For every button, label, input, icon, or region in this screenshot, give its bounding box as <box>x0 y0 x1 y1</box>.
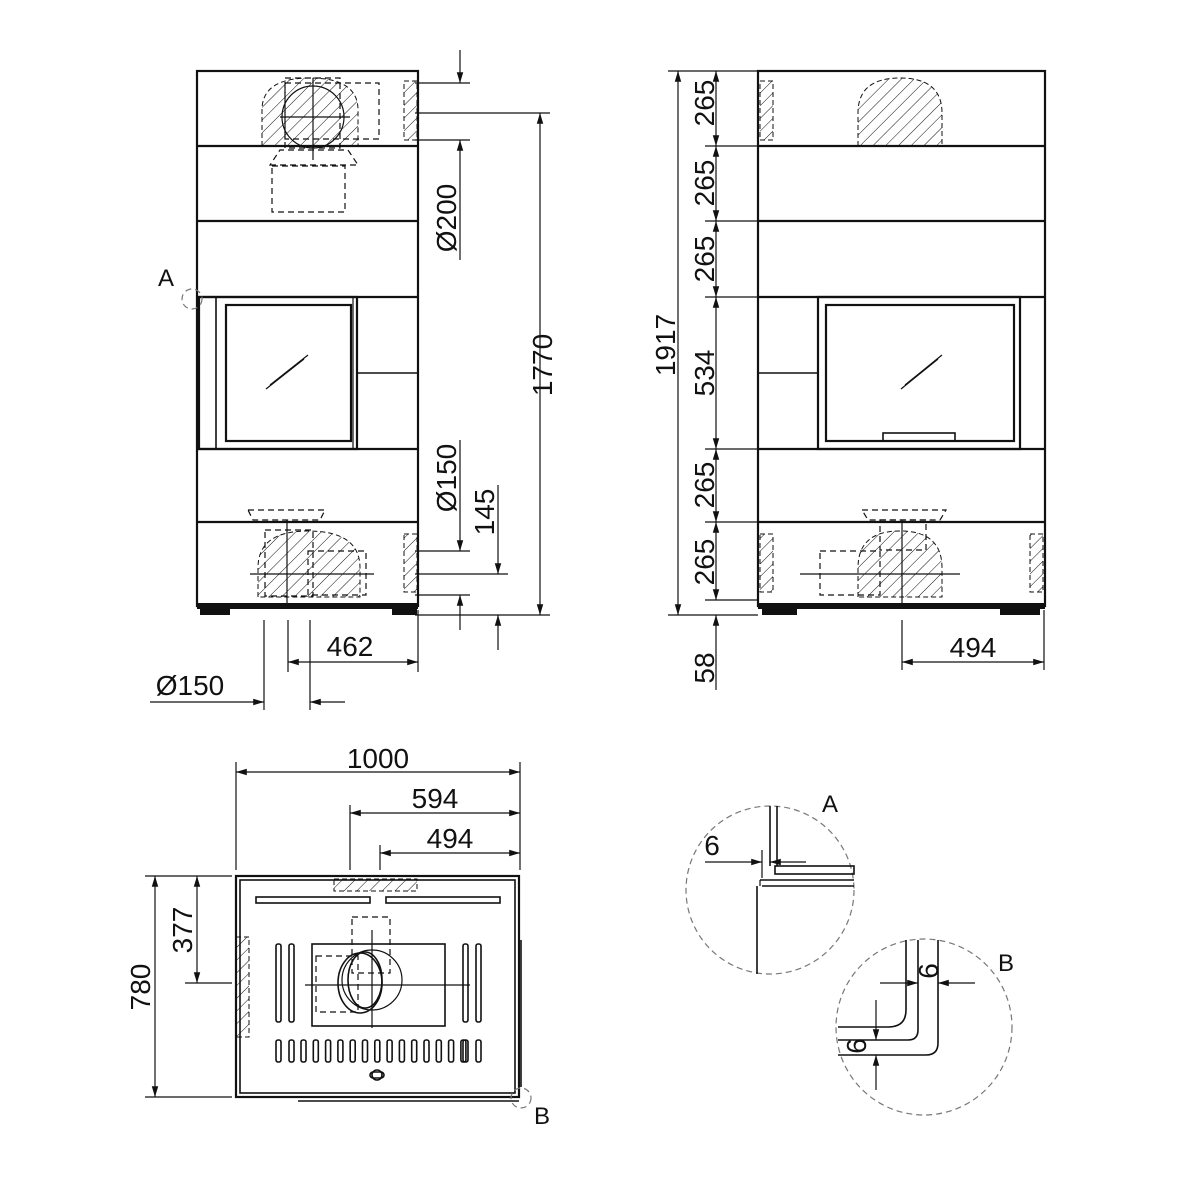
vent-slot <box>361 1039 369 1063</box>
detail-b-gap-h: 6 <box>913 963 944 979</box>
vent-slot <box>324 1039 332 1063</box>
top-view <box>234 874 532 1109</box>
front-dim-1770: 1770 <box>527 334 558 396</box>
vent-slot <box>288 1039 295 1063</box>
top-view-slots <box>275 943 482 1063</box>
vent-slot <box>462 943 469 1023</box>
vent-slot <box>398 1039 406 1063</box>
side-dim-seg1: 265 <box>689 80 720 127</box>
front-dim-flue-bottom-diameter: Ø150 <box>431 444 462 513</box>
side-dim-seg5: 265 <box>689 462 720 509</box>
detail-b <box>835 938 1013 1116</box>
vent-slot <box>275 1039 282 1063</box>
vent-slot <box>337 1039 344 1063</box>
side-dim-494: 494 <box>950 632 997 663</box>
vent-slot <box>462 1039 469 1063</box>
top-dim-depth: 780 <box>125 964 156 1011</box>
detail-b-marker-label: B <box>534 1103 550 1130</box>
detail-a-gap: 6 <box>704 830 720 861</box>
detail-a-marker-label: A <box>158 265 174 292</box>
side-dim-seg3: 265 <box>689 236 720 283</box>
detail-a-label: A <box>822 791 838 818</box>
vent-slot <box>300 1039 307 1063</box>
front-dim-flue-top-diameter: Ø200 <box>431 184 462 253</box>
side-dim-seg4: 534 <box>689 350 720 397</box>
side-dim-seg6: 265 <box>689 539 720 586</box>
vent-slot <box>423 1039 430 1063</box>
vent-slot <box>386 1039 393 1063</box>
front-dim-145: 145 <box>469 489 500 536</box>
vent-slot <box>275 943 282 1023</box>
side-view-dimensions <box>668 70 1045 690</box>
vent-slot <box>475 943 482 1023</box>
vent-slot <box>312 1039 320 1063</box>
side-view <box>756 69 1047 615</box>
vent-slot <box>410 1039 418 1063</box>
front-view <box>181 69 420 615</box>
vent-slot <box>435 1039 443 1063</box>
top-dim-494: 494 <box>427 823 474 854</box>
front-dim-bottom-inlet-diameter: Ø150 <box>156 670 225 701</box>
top-dim-width: 1000 <box>347 743 409 774</box>
vent-slot <box>373 1039 381 1063</box>
side-dim-base: 58 <box>689 652 720 683</box>
side-dim-total-height: 1917 <box>650 314 681 376</box>
vent-slot <box>447 1039 455 1063</box>
top-dim-594: 594 <box>412 783 459 814</box>
side-dim-seg2: 265 <box>689 160 720 207</box>
front-dim-462: 462 <box>327 631 374 662</box>
detail-b-label: B <box>998 950 1014 977</box>
vent-slot <box>475 1039 482 1063</box>
front-view-dimensions <box>150 50 550 710</box>
detail-b-gap-v: 6 <box>841 1038 872 1054</box>
vent-slot <box>288 943 295 1023</box>
detail-a <box>685 805 855 975</box>
top-view-dimensions <box>145 762 521 1098</box>
top-dim-377: 377 <box>167 907 198 954</box>
vent-slot <box>349 1039 357 1063</box>
